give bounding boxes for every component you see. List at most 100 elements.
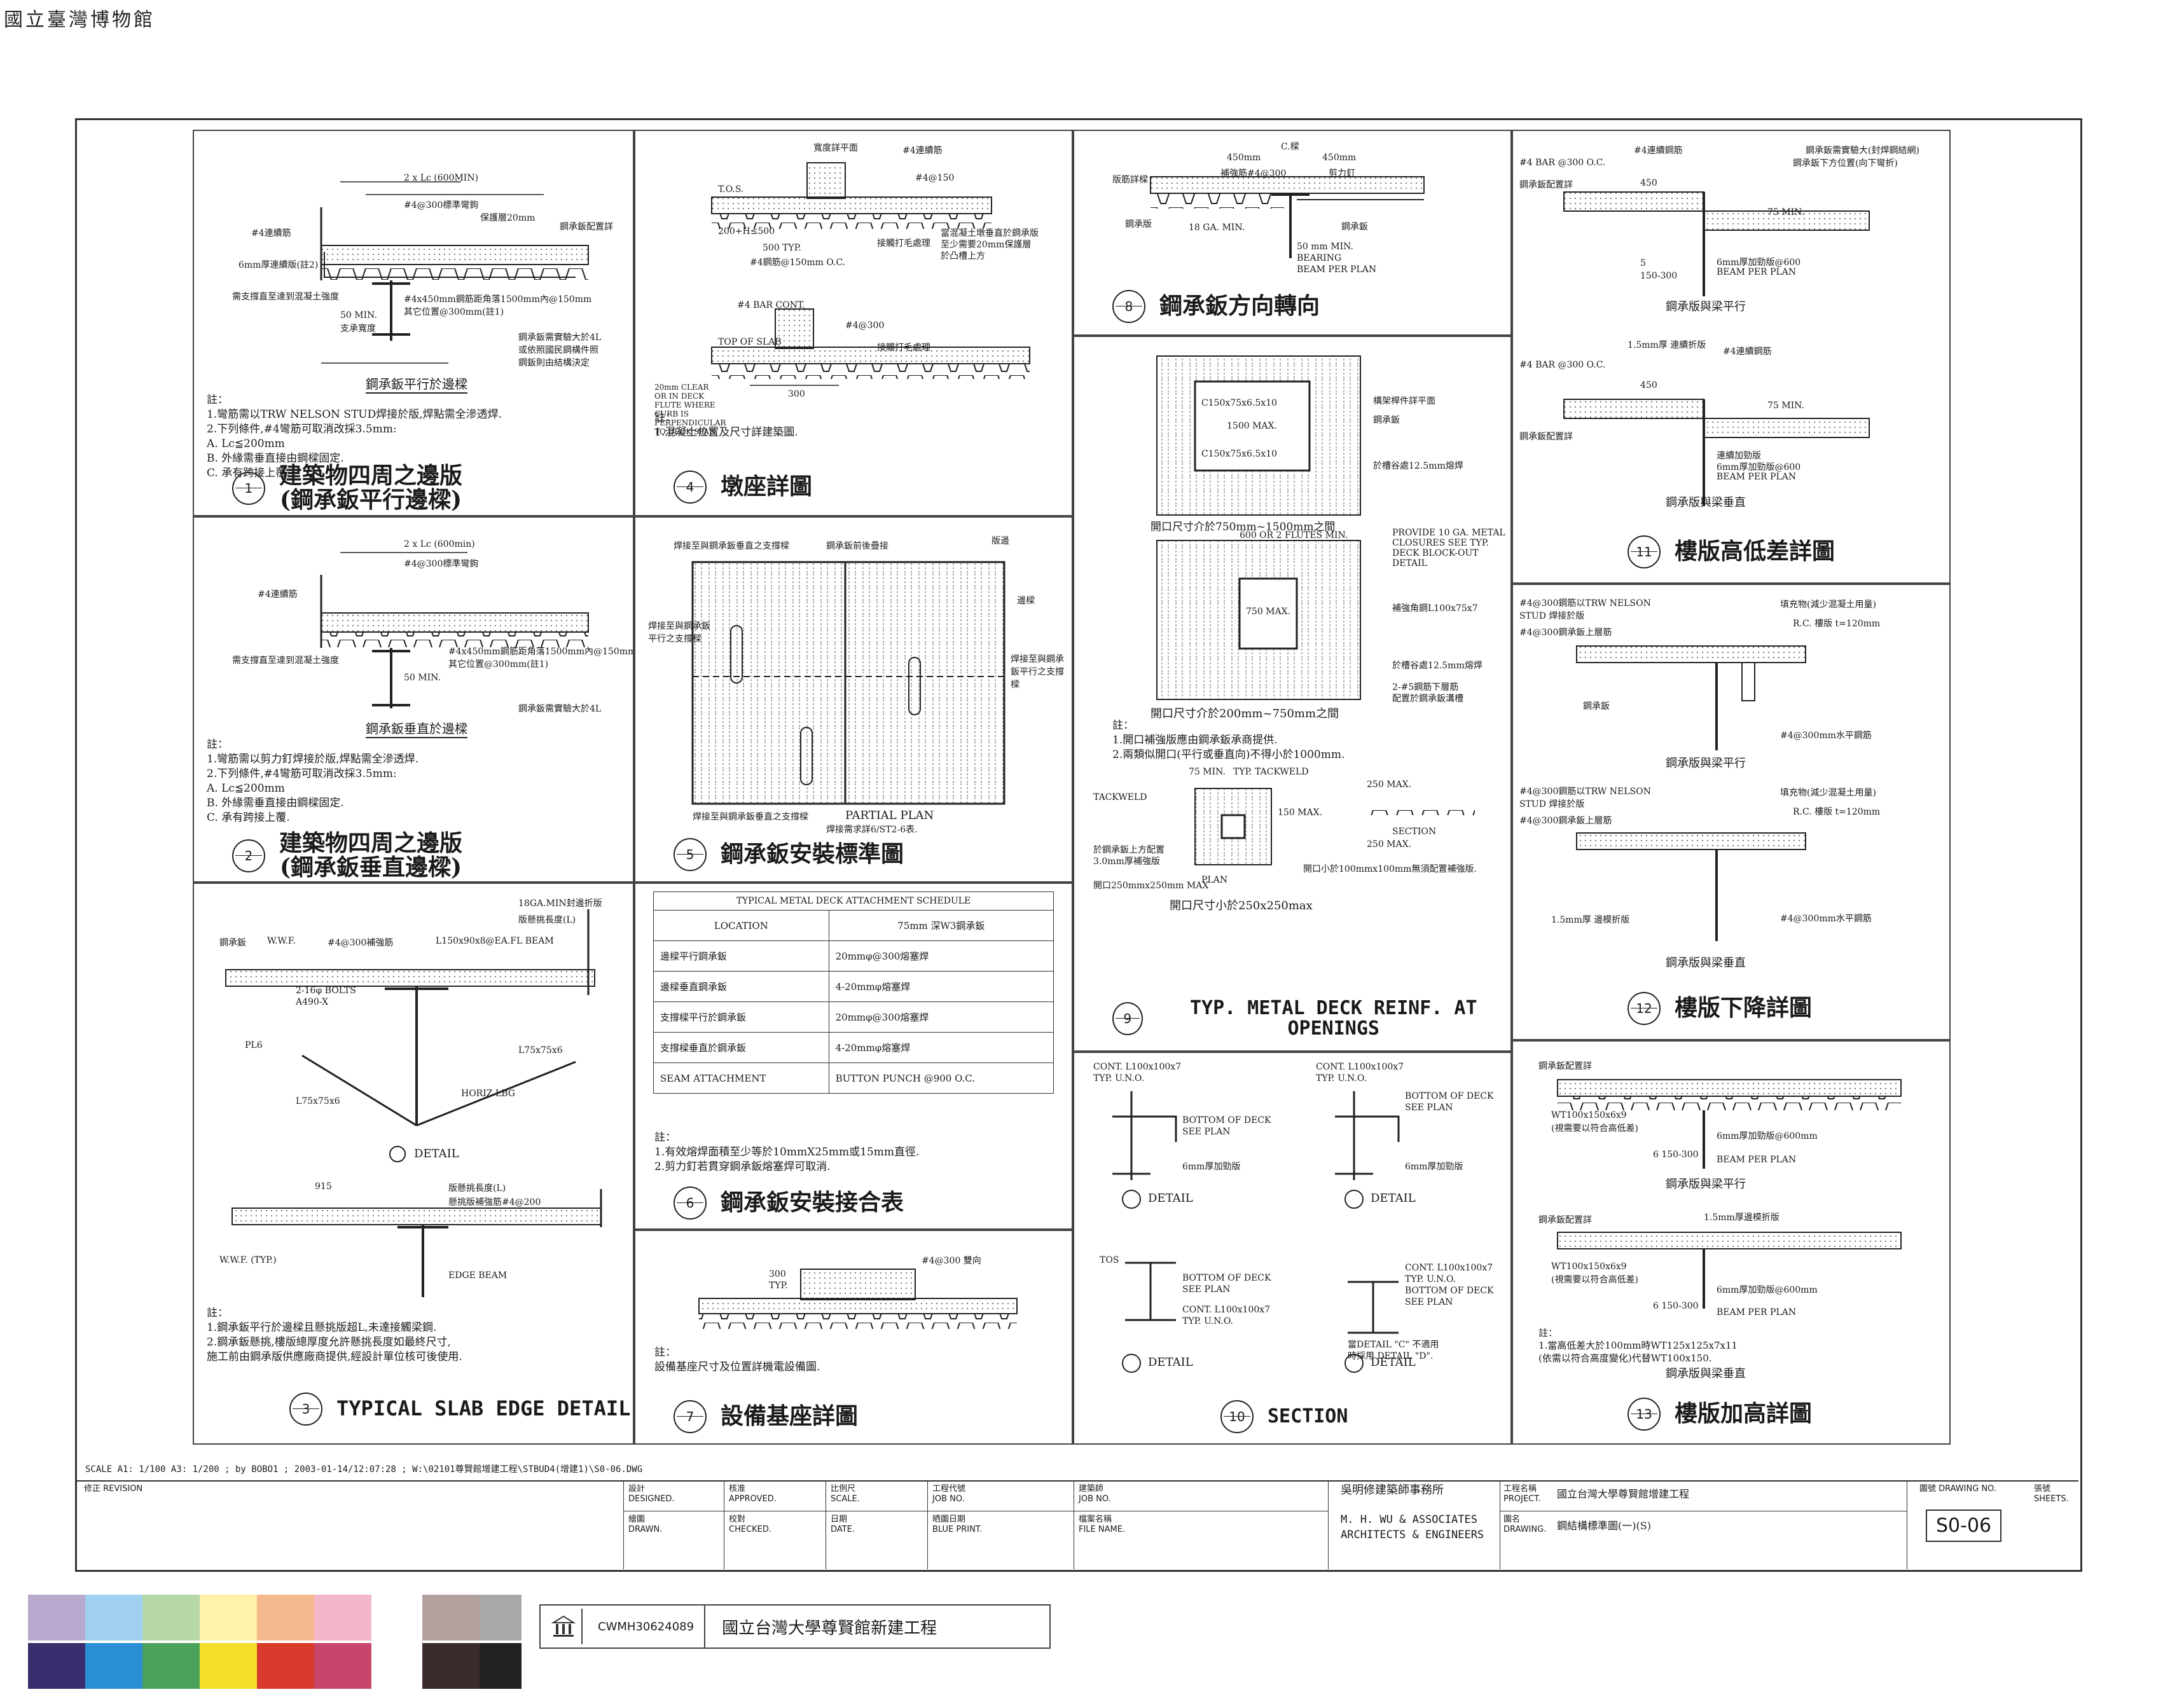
dim-600: 600 OR 2 FLUTES MIN. [1240,530,1348,540]
label-bearing: 支承寬度 [340,324,376,334]
label-deck-a: 鋼承鈑 [1583,701,1610,712]
label-note-b: 或依照國民鋼構件照 [518,345,598,355]
label-shoring: 需支撐直至達到混凝土強度 [232,656,339,666]
cell-file-name: 檔案名稱 FILE NAME. [1079,1515,1126,1534]
catalog-id: CWMH30624089 [588,1606,706,1648]
label-beam-cl: C.樑 [1281,142,1299,152]
label-bars: #4@300 雙向 [922,1256,981,1266]
equipment-pad-drawing [698,1269,1018,1329]
label-deck-left: 鋼承版 [1125,219,1152,230]
label-horiz: HORIZ LBG [461,1089,515,1099]
cell-job-no: 工程代號 JOB NO. [932,1484,966,1504]
table-row: SEAM ATTACHMENT BUTTON PUNCH @900 O.C. [653,1063,1054,1094]
label-detail-c-note: 當DETAIL "C" 不適用 [1348,1340,1439,1350]
label-slab-b: R.C. 樓版 t=120mm [1793,807,1881,817]
label-wt-note-b: (視需要以符合高低差) [1551,1275,1638,1285]
dim-450-b: 450 [1640,380,1657,390]
subtitle-parallel: 鋼承版與梁平行 [1666,1178,1746,1191]
label-stiff-b: 6mm厚加勁版@600mm [1717,1285,1818,1295]
label-edge-fold: 1.5mm厚 連續折版 [1628,340,1706,350]
label-wt-note-a: (視需要以符合高低差) [1551,1124,1638,1134]
label-weld: 於槽谷處12.5mm熔焊 [1373,461,1463,471]
subtitle-perpendicular: 鋼承版與梁垂直 [1666,496,1746,509]
table-cell: 20mmφ@300熔塞焊 [828,1001,1054,1033]
label-angle-b: CONT. L100x100x7 [1316,1062,1404,1072]
swatch-top [85,1595,142,1641]
panel-number: 8 [1112,290,1145,323]
label-hook: #4@300標準彎鉤 [404,559,479,569]
section-details-drawing [1112,1091,1400,1373]
label-roughen-2: 接觸打毛處理 [877,343,930,353]
panel-title-text: 墩座詳圖 [721,473,813,500]
panel-number: 3 [289,1393,322,1426]
deck-direction-drawing [1150,176,1425,258]
panel-title-text: 鋼承鈑安裝接合表 [721,1189,904,1216]
label-beam-b: BEAM PER PLAN [1717,472,1797,482]
label-tos: TOS [1100,1255,1119,1265]
label-filler-b: 填充物(減少混凝土用量) [1780,788,1876,798]
drawing-label: 圖名 DRAWING. [1503,1515,1547,1534]
panel-title-text: SECTION [1268,1405,1348,1428]
dim-75: 75 MIN. [1189,767,1226,777]
label-width: 寬度詳平面 [813,143,858,153]
notes: 註： 1.鋼承鈑平行於邊樑且懸挑版超L,未達接觸梁鋼. 2.鋼承鈑懸挑,樓版總厚… [207,1307,462,1363]
panel-title-text: 鋼承鈑方向轉向 [1159,292,1320,320]
caption-large-opening: 開口尺寸介於750mm~1500mm之間 [1151,521,1336,533]
slab-edge-drawing [225,909,602,1297]
swatch-bottom [142,1643,200,1689]
label-cont-bar: #4連續筋 [258,589,298,600]
deck-installation-drawing [691,561,1006,805]
label-weld-2: 於槽谷處12.5mm熔焊 [1392,661,1482,671]
detail-c: DETAIL [1148,1356,1193,1369]
label-bar-b: #4 BAR @300 O.C. [1519,360,1606,370]
label-bar-a: #4 BAR @300 O.C. [1519,158,1606,168]
label-uno-c: TYP. U.N.O. [1182,1316,1233,1326]
label-slab-ref: 版筋詳樑 [1112,175,1148,185]
cell-approved: 核准 APPROVED. [729,1484,777,1504]
panel-title-text: TYP. METAL DECK REINF. AT OPENINGS [1189,997,1477,1040]
dim-50min: 50 MIN. [404,673,441,683]
label-weld-ref: 焊接需求詳6/ST2-6表. [826,825,918,835]
swatch-bottom [314,1643,371,1689]
table-cell: 4-20mmφ熔塞焊 [828,971,1054,1002]
dim-1500: 1500 MAX. [1227,421,1277,431]
swatch-bottom [257,1643,314,1689]
cell-blue-print: 晒圖日期 BLUE PRINT. [932,1515,983,1534]
label-note-c: 鋼鈑則由結構決定 [518,358,590,368]
subtitle-perpendicular: 鋼承版與梁垂直 [1666,1367,1746,1380]
panel-number: 5 [674,838,707,871]
label-bod-b: BOTTOM OF DECK [1405,1091,1494,1101]
catalog-label: CWMH30624089 國立台灣大學尊賢館新建工程 [539,1604,1051,1649]
panel-4-curb-detail: 寬度詳平面 #4連續筋 #4@150 T.O.S. 200+H≤500 當混凝土… [634,130,1073,516]
label-edge-form: 1.5mm厚 邊模折版 [1551,915,1630,925]
label-roughen: 接觸打毛處理 [877,238,930,249]
label-wt-b: WT100x150x6x9 [1551,1262,1627,1272]
dim-150-300-a: 150-300 [1640,271,1678,281]
label-bar-cont: #4 BAR CONT. [737,300,805,310]
label-stiff-b: 6mm厚加勁版@600 [1717,462,1801,472]
label-channel-h: C150x75x6.5x10 [1201,398,1278,408]
label-closure: PROVIDE 10 GA. METAL CLOSURES SEE TYP. D… [1392,528,1505,568]
label-see-plan-c: SEE PLAN [1182,1284,1231,1295]
swatch-top [371,1595,422,1641]
panel-number: 6 [674,1187,707,1220]
label-clear: 20mm CLEAR OR IN DECK FLUTE WHERE CURB I… [654,383,726,436]
dim-450-right: 450mm [1322,153,1357,163]
panel-9-deck-openings: C150x75x6.5x10 C150x75x6.5x10 1500 MAX. … [1073,336,1512,1052]
table-cell: SEAM ATTACHMENT [653,1063,829,1094]
panel-12-slab-depression: #4@300鋼筋以TRW NELSON STUD 焊接於版 #4@300鋼承鈑上… [1512,584,1951,1040]
label-beam-a: BEAM PER PLAN [1717,1155,1797,1165]
table-row: 邊樑平行鋼承鈑 20mmφ@300熔塞焊 [653,940,1054,972]
label-hook: #4@300標準彎鉤 [404,200,479,210]
swatch-bottom [480,1643,522,1689]
label-stud-a: #4@300鋼筋以TRW NELSON STUD 焊接於版 [1519,598,1651,621]
panel-10-section-details: CONT. L100x100x7 TYP. U.N.O. BOTTOM OF D… [1073,1052,1512,1445]
label-bod-d: BOTTOM OF DECK [1405,1286,1494,1296]
sheet-number: S0-06 [1926,1510,2002,1542]
label-deck-ref-a: 鋼承鈑配置詳 [1538,1061,1592,1071]
label-angle: L150x90x8@EA.FL BEAM [436,936,554,946]
label-weld-perp: 焊接至與鋼承鈑垂直之支撐樑 [674,541,789,551]
panel-title: 7 設備基座詳圖 [674,1400,858,1433]
label-bearing: BEARING [1297,253,1342,263]
dim-75-b: 75 MIN. [1767,401,1804,411]
